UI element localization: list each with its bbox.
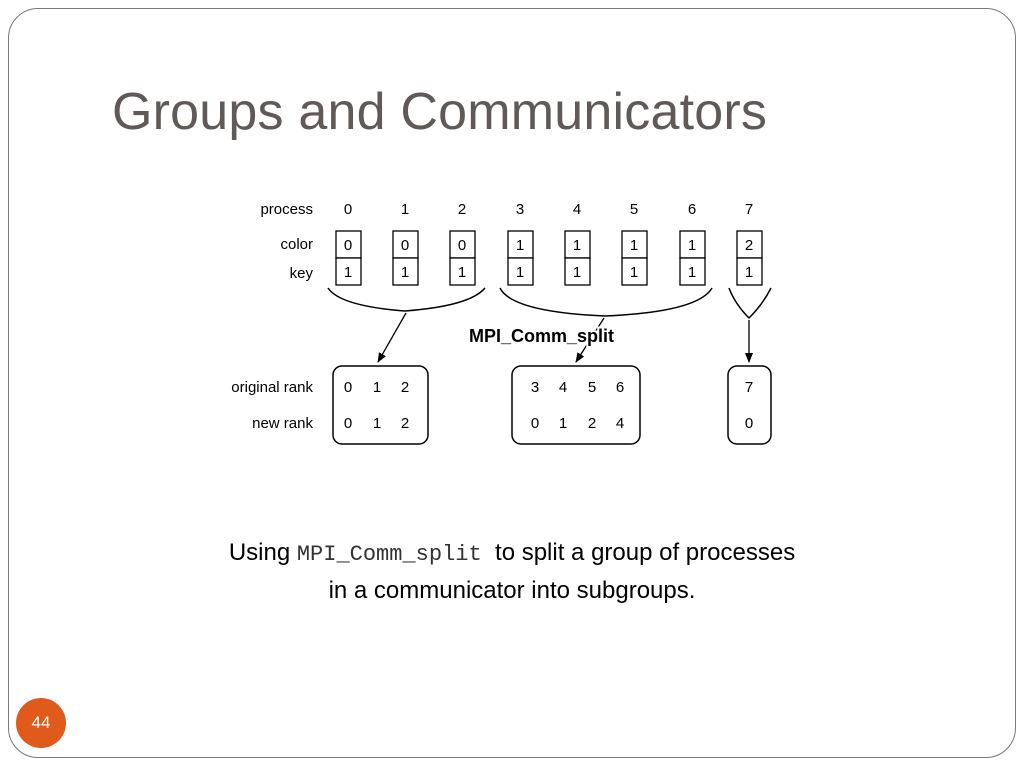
key-value: 1 (516, 264, 524, 281)
key-cell (335, 257, 362, 286)
key-cell (621, 257, 648, 286)
slide-title: Groups and Communicators (112, 83, 768, 141)
key-value: 1 (630, 264, 638, 281)
key-cell (392, 257, 419, 286)
page-number-badge: 44 (16, 698, 66, 748)
color-cell (335, 230, 362, 259)
new-rank-value: 1 (559, 415, 567, 432)
process-id: 4 (573, 201, 581, 218)
label-key: key (290, 265, 314, 282)
original-rank-value: 5 (588, 379, 596, 396)
new-rank-value: 2 (588, 415, 596, 432)
caption-prefix: Using (228, 539, 297, 566)
arrow-to-group-0 (377, 312, 407, 363)
caption-line-2: in a communicator into subgroups. (328, 577, 696, 604)
key-cell (507, 257, 534, 286)
new-rank-value: 0 (344, 415, 352, 432)
process-id: 7 (745, 201, 753, 218)
caption-line-1: Using MPI_Comm_split to split a group of… (112, 535, 912, 573)
group-brace-2 (728, 287, 772, 320)
new-rank-value: 0 (531, 415, 539, 432)
group-brace-0 (327, 287, 486, 312)
key-value: 1 (344, 264, 352, 281)
key-cell (564, 257, 591, 286)
original-rank-value: 3 (531, 379, 539, 396)
label-new-rank: new rank (252, 415, 313, 432)
original-rank-value: 7 (745, 379, 753, 396)
color-value: 1 (573, 237, 581, 254)
label-color: color (280, 236, 313, 253)
color-value: 0 (344, 237, 352, 254)
color-cell (507, 230, 534, 259)
label-original-rank: original rank (231, 379, 313, 396)
original-rank-value: 6 (616, 379, 624, 396)
original-rank-value: 2 (401, 379, 409, 396)
new-rank-value: 4 (616, 415, 624, 432)
arrow-to-group-1 (575, 317, 605, 363)
key-cell (736, 257, 763, 286)
color-value: 1 (630, 237, 638, 254)
color-value: 2 (745, 237, 753, 254)
subgroup-box-1 (511, 365, 641, 445)
original-rank-value: 4 (559, 379, 567, 396)
new-rank-value: 1 (373, 415, 381, 432)
color-value: 1 (516, 237, 524, 254)
process-id: 3 (516, 201, 524, 218)
label-process: process (260, 201, 313, 218)
color-value: 0 (401, 237, 409, 254)
subgroup-box-0 (332, 365, 429, 445)
process-id: 5 (630, 201, 638, 218)
process-id: 1 (401, 201, 409, 218)
key-value: 1 (745, 264, 753, 281)
color-cell (564, 230, 591, 259)
group-brace-1 (499, 287, 713, 317)
color-cell (679, 230, 706, 259)
original-rank-value: 0 (344, 379, 352, 396)
slide-caption: Using MPI_Comm_split to split a group of… (112, 535, 912, 609)
key-value: 1 (458, 264, 466, 281)
process-id: 0 (344, 201, 352, 218)
key-cell (679, 257, 706, 286)
key-value: 1 (573, 264, 581, 281)
new-rank-value: 2 (401, 415, 409, 432)
caption-code: MPI_Comm_split (296, 542, 482, 567)
key-value: 1 (688, 264, 696, 281)
subgroup-box-2 (727, 365, 772, 445)
process-id: 2 (458, 201, 466, 218)
function-label: MPI_Comm_split (469, 326, 614, 346)
key-cell (449, 257, 476, 286)
original-rank-value: 1 (373, 379, 381, 396)
color-value: 0 (458, 237, 466, 254)
process-id: 6 (688, 201, 696, 218)
color-value: 1 (688, 237, 696, 254)
key-value: 1 (401, 264, 409, 281)
color-cell (621, 230, 648, 259)
new-rank-value: 0 (745, 415, 753, 432)
caption-suffix: to split a group of processes (481, 539, 796, 566)
